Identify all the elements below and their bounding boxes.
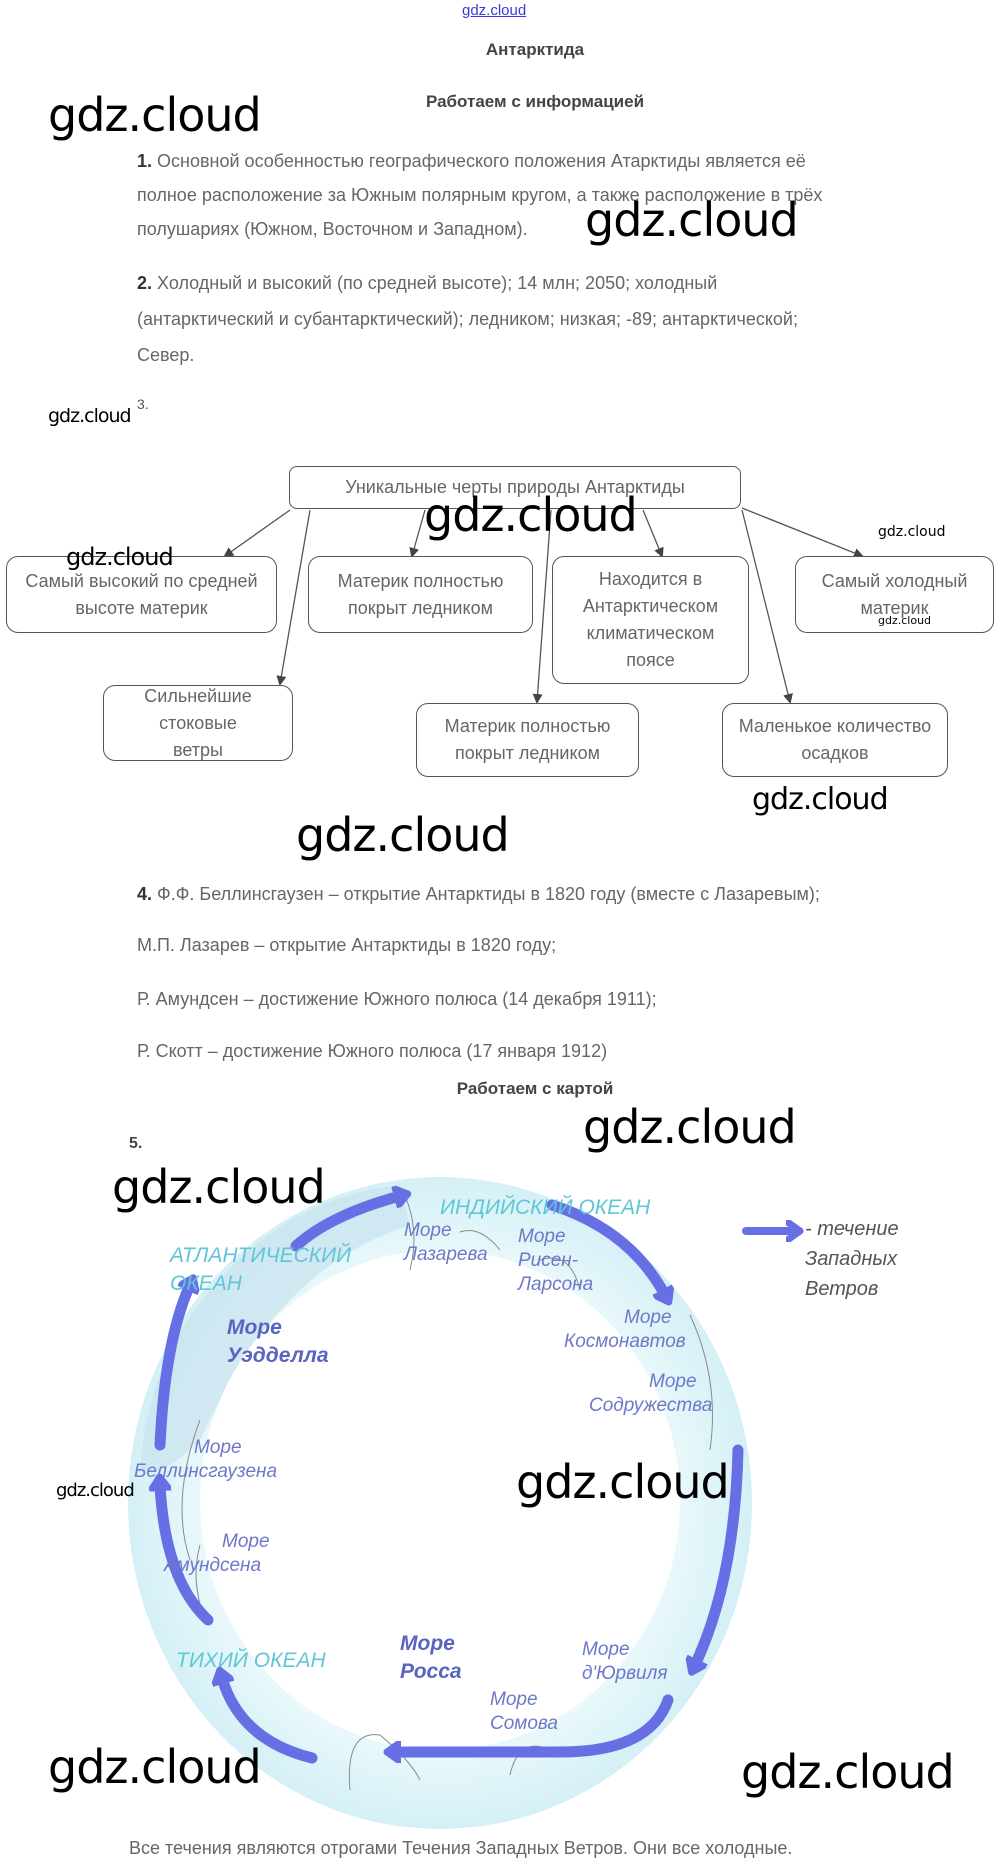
section-heading-info: Работаем с информацией — [425, 92, 645, 111]
map-conclusion: Все течения являются отрогами Течения За… — [129, 1838, 793, 1858]
watermark: gdz.cloud — [585, 193, 799, 247]
watermark: gdz.cloud — [66, 543, 174, 571]
answer-2: 2. Холодный и высокий (по средней высоте… — [137, 265, 798, 373]
continent — [200, 1250, 680, 1750]
answer-number: 2. — [137, 273, 153, 293]
watermark: gdz.cloud — [56, 1480, 135, 1501]
watermark: gdz.cloud — [296, 808, 510, 862]
current-arrow — [395, 1694, 674, 1752]
diagram-box: Самый высокий по средней высоте материк — [6, 556, 277, 633]
watermark: gdz.cloud — [741, 1745, 955, 1799]
current-arrow — [290, 1196, 400, 1252]
section-heading-map: Работаем с картой — [456, 1079, 614, 1098]
legend-line: Ветров — [805, 1278, 879, 1300]
arrow — [409, 509, 426, 558]
answer-line: полушариях (Южном, Восточном и Западном)… — [137, 219, 528, 239]
watermark: gdz.cloud — [878, 524, 946, 540]
diagram-arrows — [223, 507, 864, 704]
arrow — [741, 509, 793, 704]
watermark: gdz.cloud — [48, 405, 132, 427]
current-arrow — [154, 1285, 190, 1451]
answer-4: 4. Ф.Ф. Беллинсгаузен – открытие Антаркт… — [137, 868, 820, 1077]
diagram-box: Находится в Антарктическом климатическом… — [552, 556, 749, 684]
answer-number: 3. — [137, 396, 149, 412]
watermark: gdz.cloud — [112, 1160, 326, 1214]
current-arrow — [160, 1485, 214, 1626]
diagram-root-box: Уникальные черты природы Антарктиды — [289, 466, 741, 509]
answer-line: М.П. Лазарев – открытие Антарктиды в 182… — [137, 935, 557, 955]
answer-number: 1. — [137, 151, 153, 171]
answer-line: полное расположение за Южным полярным кр… — [137, 185, 823, 205]
answer-number: 4. — [137, 884, 153, 904]
arrow — [642, 509, 664, 558]
weddell-shelf — [140, 1185, 410, 1472]
arrow — [223, 509, 291, 558]
answer-line: Р. Амундсен – достижение Южного полюса (… — [137, 989, 657, 1009]
site-link[interactable]: gdz.cloud — [462, 2, 527, 19]
answer-line: Основной особенностью географического по… — [157, 151, 806, 171]
watermark: gdz.cloud — [48, 1740, 262, 1794]
answer-line: Р. Скотт – достижение Южного полюса (17 … — [137, 1041, 608, 1061]
watermark: gdz.cloud — [516, 1455, 730, 1509]
diagram-box: Самый холодный материк — [795, 556, 994, 633]
answer-line: Ф.Ф. Беллинсгаузен – открытие Антарктиды… — [157, 884, 820, 904]
watermark: gdz.cloud — [48, 88, 262, 142]
page-title: Антарктида — [485, 40, 585, 59]
thin-currents — [181, 1195, 713, 1791]
answer-line: Север. — [137, 345, 195, 365]
arrow — [741, 507, 864, 558]
legend-line: Западных — [805, 1248, 898, 1270]
diagram-box: Материк полностью покрыт ледником — [416, 703, 639, 777]
watermark: gdz.cloud — [424, 488, 638, 542]
arrow — [532, 509, 552, 704]
map-legend: - течение Западных Ветров — [805, 1214, 899, 1304]
answer-1: 1. Основной особенностью географического… — [137, 144, 822, 246]
arrow — [276, 509, 311, 686]
watermark: gdz.cloud — [878, 614, 932, 627]
watermark: gdz.cloud — [583, 1100, 797, 1154]
current-arrow — [695, 1444, 744, 1665]
current-arrow — [222, 1678, 318, 1764]
diagram-box: Сильнейшие стоковые ветры — [103, 685, 293, 761]
answer-number: 5. — [129, 1135, 143, 1152]
ocean-label-indian: ИНДИЙСКИЙ ОКЕАН — [440, 1196, 651, 1219]
legend-line: - течение — [805, 1218, 899, 1240]
ocean-label-pacific: ТИХИЙ ОКЕАН — [176, 1649, 326, 1672]
diagram-box: Материк полностью покрыт ледником — [308, 556, 533, 633]
watermark: gdz.cloud — [752, 782, 889, 817]
answer-line: (антарктический и субантарктический); ле… — [137, 309, 798, 329]
current-arrow — [546, 1199, 665, 1295]
diagram-box: Маленькое количество осадков — [722, 703, 948, 777]
answer-line: Холодный и высокий (по средней высоте); … — [157, 273, 718, 293]
